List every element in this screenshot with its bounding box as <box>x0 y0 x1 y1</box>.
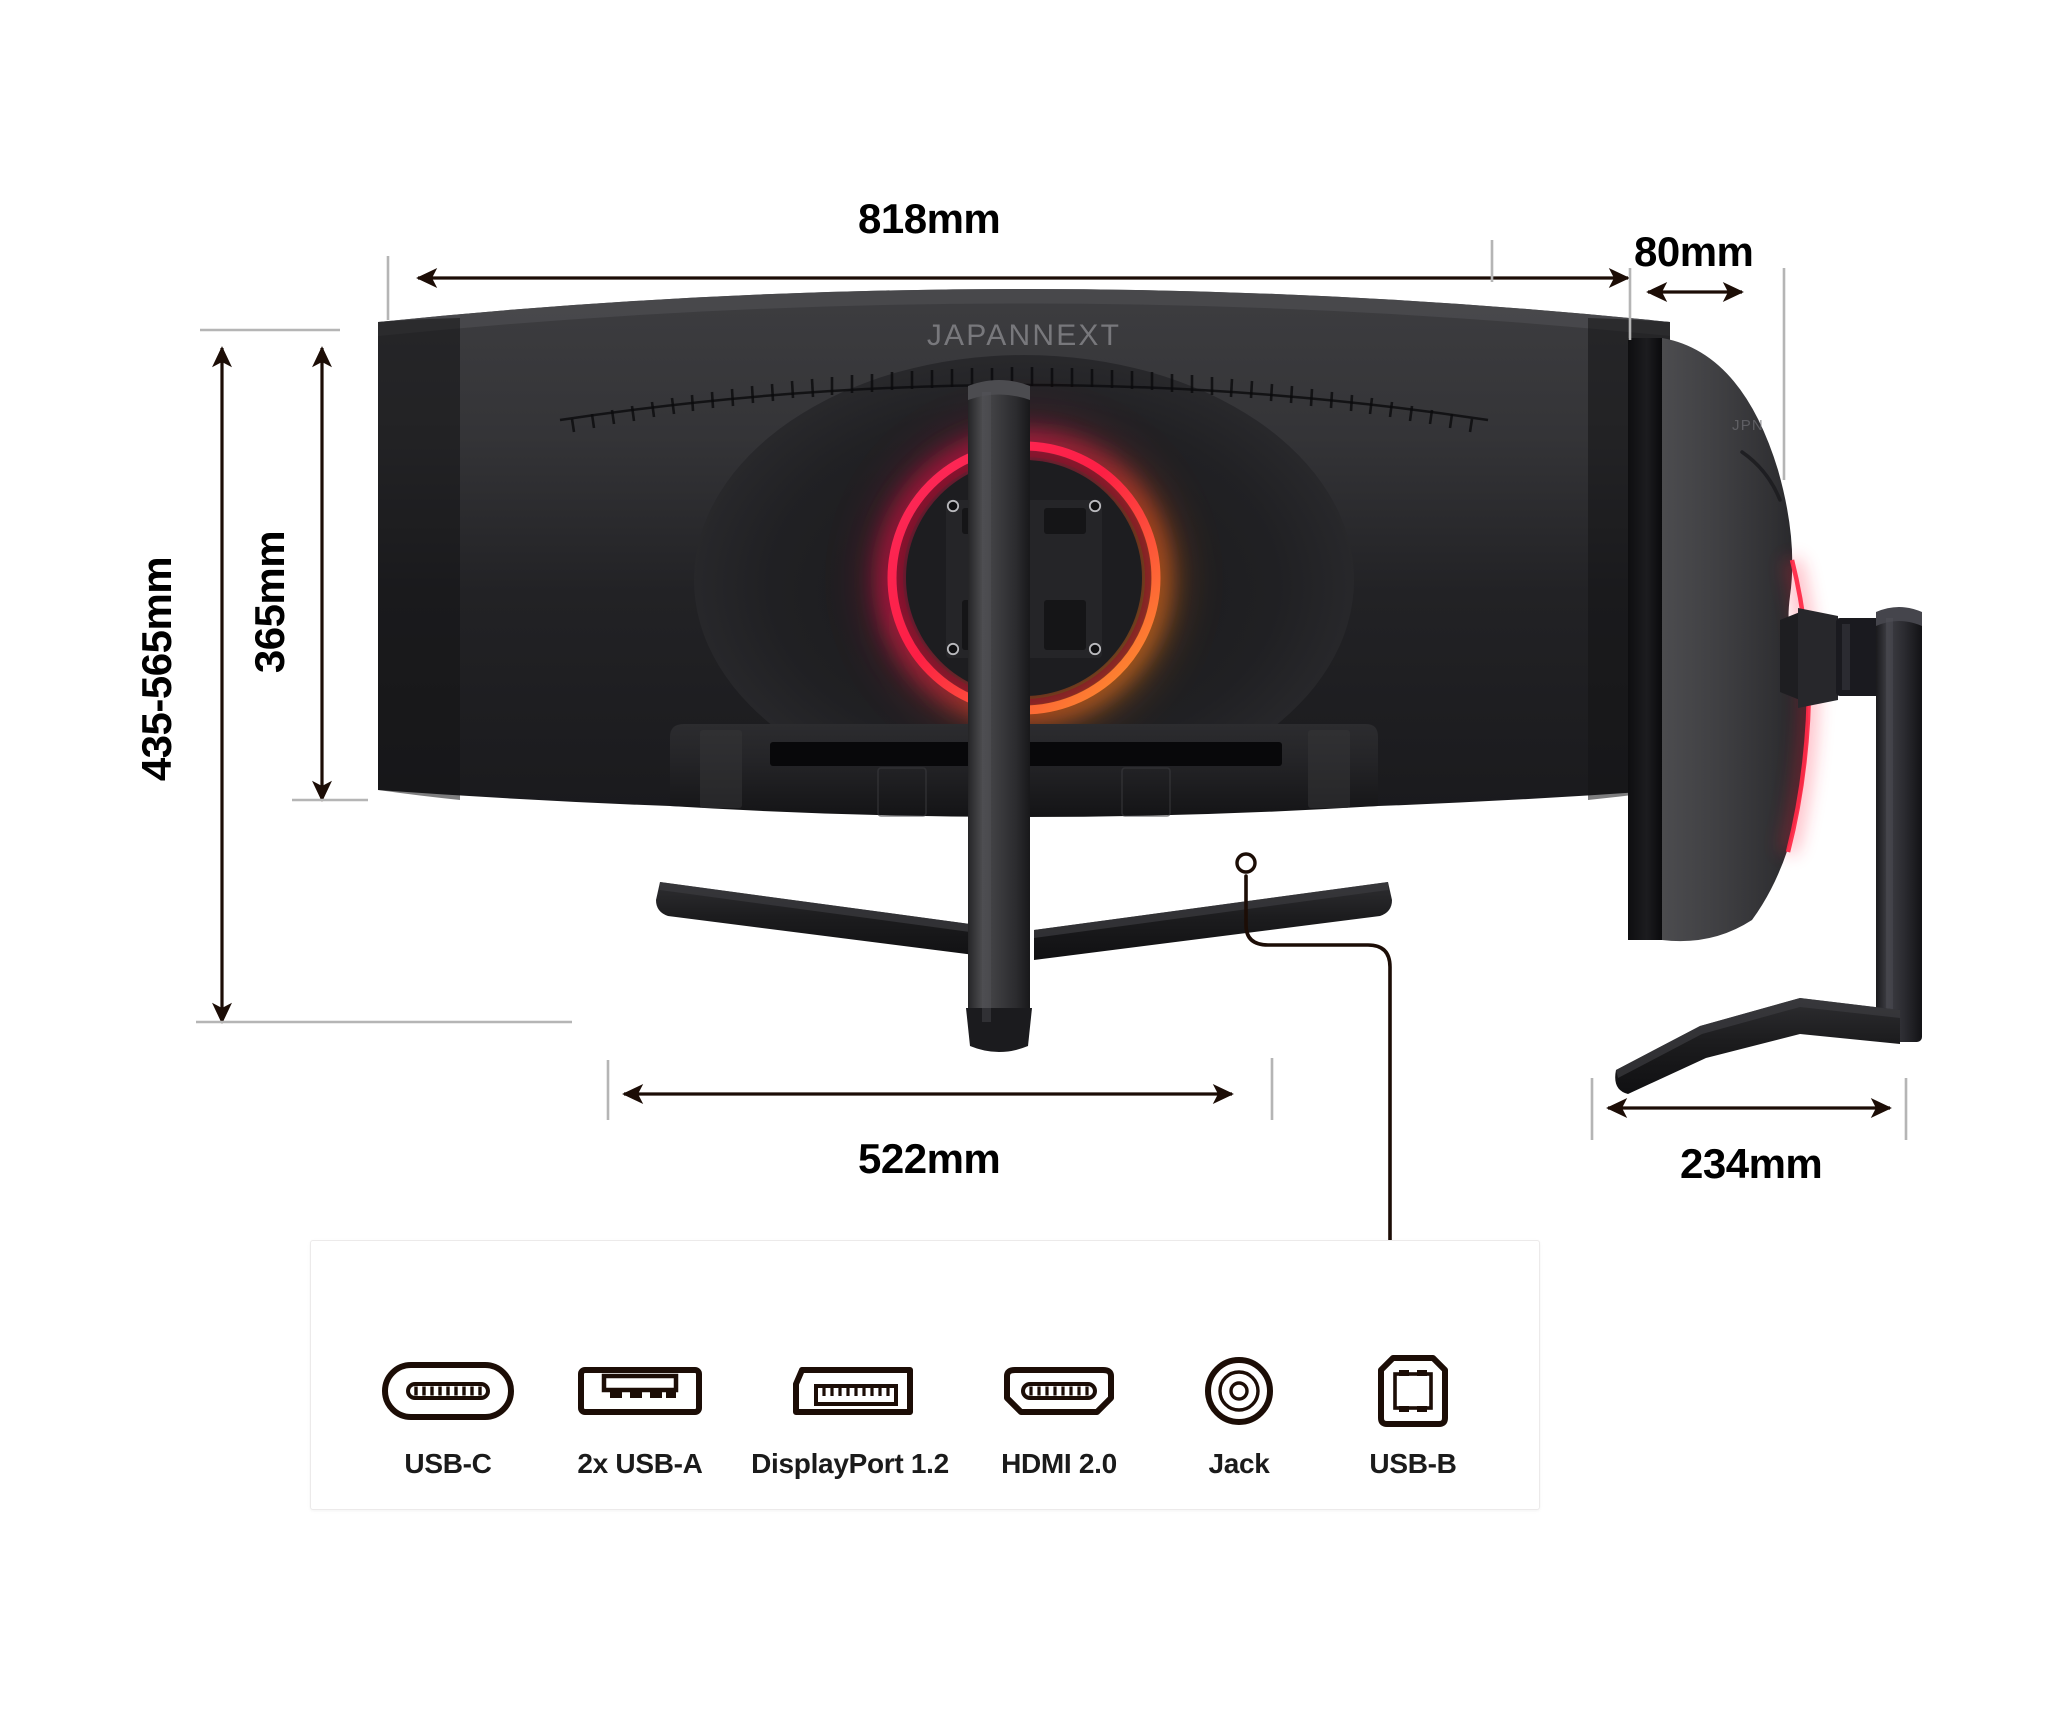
brand-logo: JAPANNEXT <box>927 319 1121 352</box>
ports-list: USB-C 2x USB-A <box>352 1290 1502 1480</box>
side-vesa-plate <box>1780 612 1800 700</box>
housing-port-outline-left <box>877 767 927 817</box>
base-right-highlight <box>1034 882 1388 938</box>
port-item-usb-c[interactable]: USB-C <box>352 1356 544 1480</box>
side-post-specular <box>1886 618 1893 1038</box>
dimension-lines <box>212 268 1892 1118</box>
side-stand-base <box>1615 998 1900 1094</box>
side-vesa-hub <box>1798 608 1838 708</box>
extension-lines <box>196 240 1908 1140</box>
port-label: HDMI 2.0 <box>1001 1448 1117 1479</box>
ports-callout-leader <box>1235 852 1392 1244</box>
side-rgb-edge <box>1785 559 1811 853</box>
dim-label-base-depth: 234mm <box>1680 1140 1823 1187</box>
port-label: USB-C <box>404 1448 492 1479</box>
vesa-slot-tr <box>1044 508 1086 534</box>
shell-left-vignette <box>378 318 460 800</box>
side-stand-post <box>1876 612 1922 1042</box>
displayport-port-icon <box>784 1356 916 1426</box>
dim-label-height-range: 435-565mm <box>133 556 180 782</box>
vesa-screws <box>946 499 1102 656</box>
vesa-slot-br <box>1044 600 1086 650</box>
base-left-highlight <box>660 882 1014 938</box>
ports-panel <box>310 1240 1540 1510</box>
port-item-jack[interactable]: Jack <box>1154 1356 1324 1480</box>
stand-post <box>968 386 1030 1028</box>
side-shell-crease <box>1740 450 1782 502</box>
port-label: USB-B <box>1369 1448 1457 1479</box>
monitor-side-view: JPN <box>1615 338 1922 1094</box>
dim-label-width-818: 818mm <box>858 195 1001 242</box>
port-label: 2x USB-A <box>577 1448 703 1479</box>
monitor-rear-view: JAPANNEXT <box>378 289 1670 1052</box>
dim-label-stand-width: 522mm <box>858 1135 1001 1182</box>
side-front-bezel <box>1628 338 1662 940</box>
audio-jack-port-icon <box>1204 1356 1274 1426</box>
port-item-hdmi[interactable]: HDMI 2.0 <box>964 1356 1154 1480</box>
dim-label-panel-height: 365mm <box>246 530 293 674</box>
port-item-usb-a[interactable]: 2x USB-A <box>544 1356 736 1480</box>
side-base-highlight <box>1616 998 1900 1078</box>
housing-right-facet <box>1308 730 1350 808</box>
usb-c-port-icon <box>382 1356 514 1426</box>
side-brand-mark: JPN <box>1732 417 1764 434</box>
port-item-usb-b[interactable]: USB-B <box>1324 1355 1502 1480</box>
port-label: Jack <box>1208 1448 1270 1479</box>
usb-a-port-icon <box>578 1356 702 1426</box>
hdmi-port-icon <box>993 1356 1125 1426</box>
housing-left-facet <box>700 730 742 808</box>
side-rear-shell <box>1662 338 1809 942</box>
callout-path <box>1244 874 1392 1244</box>
port-label: DisplayPort 1.2 <box>751 1448 949 1479</box>
housing-port-outline-right <box>1121 767 1171 817</box>
dim-label-depth-80: 80mm <box>1634 228 1754 275</box>
usb-b-port-icon <box>1377 1355 1449 1427</box>
stand-post-cap <box>968 380 1030 400</box>
side-stand-post-cap <box>1876 607 1922 626</box>
side-neck-specular <box>1842 624 1850 690</box>
stand-post-specular <box>982 392 991 1022</box>
callout-anchor-dot <box>1235 852 1257 874</box>
stand-post-foot <box>966 1008 1032 1052</box>
port-item-displayport[interactable]: DisplayPort 1.2 <box>736 1356 964 1480</box>
shell-top-highlight <box>378 289 1670 336</box>
